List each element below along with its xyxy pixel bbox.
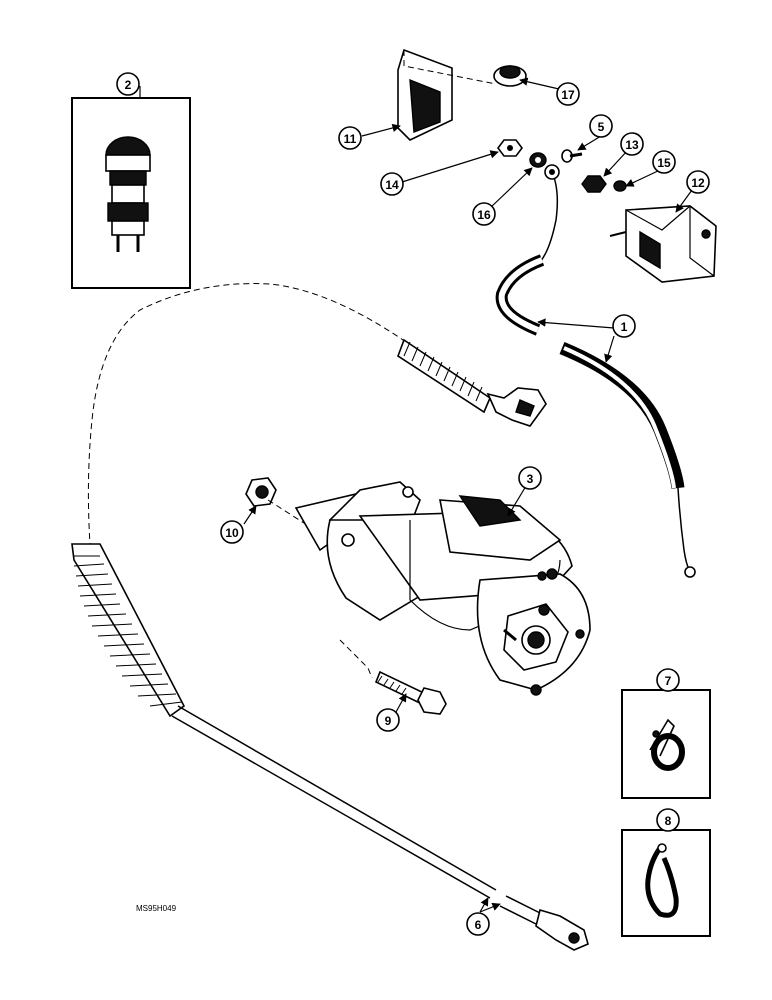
hex-nut-13 — [581, 175, 607, 193]
cable-clip-panel — [621, 689, 711, 799]
callout-3: 3 — [518, 466, 542, 490]
starter-cable-lower — [559, 341, 696, 578]
callout-17-label: 17 — [561, 88, 575, 102]
callout-10-label: 10 — [225, 526, 239, 540]
callout-12: 12 — [686, 170, 710, 194]
washer-15 — [613, 180, 627, 192]
cable-terminal-upper — [397, 338, 547, 427]
callout-13-label: 13 — [625, 138, 639, 152]
callout-16: 16 — [472, 202, 496, 226]
callout-9: 9 — [376, 708, 400, 732]
starter-cable-upper — [495, 164, 560, 336]
callout-7-label: 7 — [665, 674, 672, 688]
hose-clamp — [493, 65, 527, 87]
battery-cable-coiled-sheath — [71, 543, 497, 899]
callout-1-label: 1 — [621, 320, 628, 334]
cable-routing-dashed-line — [87, 283, 407, 545]
callout-6-label: 6 — [475, 918, 482, 932]
callout-2-label: 2 — [125, 78, 132, 92]
hex-nut-14 — [497, 139, 523, 157]
callout-7: 7 — [656, 668, 680, 692]
push-button-switch — [105, 136, 151, 252]
cable-strap-panel — [621, 829, 711, 937]
callout-10: 10 — [220, 520, 244, 544]
callout-16-label: 16 — [477, 208, 491, 222]
callout-11: 11 — [338, 126, 362, 150]
starter-motor — [294, 481, 591, 696]
callout-3-label: 3 — [527, 472, 534, 486]
callout-1: 1 — [612, 314, 636, 338]
callout-6: 6 — [466, 912, 490, 936]
cable-end-ring-terminal — [499, 895, 589, 951]
push-button-switch-panel — [71, 97, 191, 289]
callout-8: 8 — [656, 808, 680, 832]
callout-5-label: 5 — [598, 120, 605, 134]
callout-2: 2 — [116, 72, 140, 96]
leader-lines — [139, 77, 693, 913]
callout-9-label: 9 — [385, 714, 392, 728]
callout-14-label: 14 — [385, 178, 399, 192]
callout-5: 5 — [589, 114, 613, 138]
callout-11-label: 11 — [344, 132, 357, 146]
bolt-9 — [374, 670, 447, 715]
washer-16 — [529, 152, 547, 168]
drawing-code: MS95H049 — [136, 904, 177, 913]
mounting-bracket — [397, 48, 497, 141]
callout-13: 13 — [620, 132, 644, 156]
callout-8-label: 8 — [665, 814, 672, 828]
callout-15: 15 — [652, 150, 676, 174]
callout-17: 17 — [556, 82, 580, 106]
callout-15-label: 15 — [657, 156, 671, 170]
callout-12-label: 12 — [691, 176, 705, 190]
screw-5 — [561, 149, 583, 163]
solenoid-relay — [609, 205, 717, 283]
callout-14: 14 — [380, 172, 404, 196]
